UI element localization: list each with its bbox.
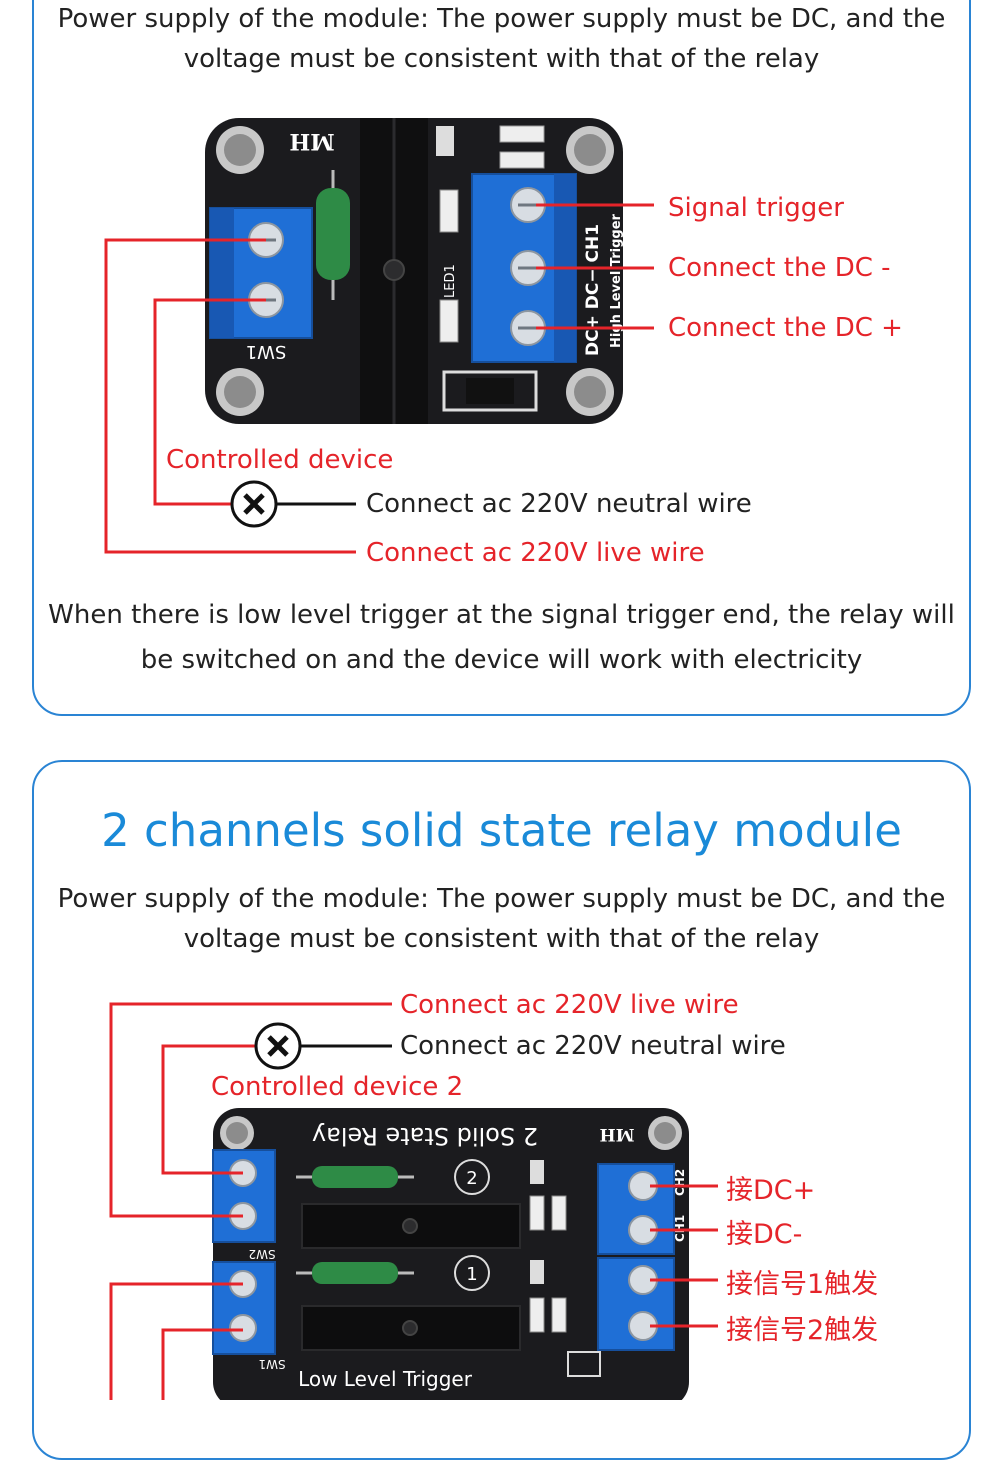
label2-dc-minus: 接DC- bbox=[726, 1219, 803, 1250]
relay-board-2 bbox=[212, 1108, 689, 1400]
board2-sw1-label: SW1 bbox=[258, 1357, 285, 1371]
board2-sw2-label: SW2 bbox=[248, 1247, 275, 1261]
board1-sw-label: SW1 bbox=[246, 341, 287, 362]
section2-intro-line-1: Power supply of the module: The power su… bbox=[57, 884, 946, 914]
note-line-2: be switched on and the device will work … bbox=[140, 645, 863, 675]
label2-signal2: 接信号2触发 bbox=[726, 1315, 879, 1346]
board2-ch2-label: CH2 bbox=[673, 1169, 687, 1196]
red-wires-1 bbox=[104, 203, 654, 554]
label2-neutral-wire: Connect ac 220V neutral wire bbox=[400, 1031, 786, 1061]
label2-signal1: 接信号1触发 bbox=[726, 1269, 879, 1300]
board2-title: 2 Solid State Relay bbox=[312, 1122, 538, 1150]
label-connect-dc-plus: Connect the DC + bbox=[668, 313, 903, 343]
board2-channel2-number: 2 bbox=[466, 1168, 477, 1189]
load-symbol-1 bbox=[230, 480, 278, 528]
section2-title: 2 channels solid state relay module bbox=[101, 804, 902, 857]
label-live-wire: Connect ac 220V live wire bbox=[366, 538, 705, 568]
board1-led-label: LED1 bbox=[443, 264, 458, 298]
label2-live-wire: Connect ac 220V live wire bbox=[400, 990, 739, 1020]
board1-trigger-label: High Level Trigger bbox=[609, 213, 624, 348]
wiring-diagram: MH SW1 LED1 DC+ DC− CH1 High Level Trigg… bbox=[104, 118, 718, 1400]
intro-line-2: voltage must be consistent with that of … bbox=[183, 44, 820, 74]
board2-trigger-label: Low Level Trigger bbox=[298, 1367, 473, 1391]
label-signal-trigger: Signal trigger bbox=[668, 193, 844, 223]
board2-ch1-label: CH1 bbox=[673, 1215, 687, 1242]
label-neutral-wire: Connect ac 220V neutral wire bbox=[366, 489, 752, 519]
label-controlled-device: Controlled device bbox=[166, 445, 394, 475]
board2-brand: MH bbox=[600, 1124, 635, 1144]
note-line-1: When there is low level trigger at the s… bbox=[48, 600, 955, 630]
board1-terminal-labels: DC+ DC− CH1 bbox=[583, 224, 603, 356]
section2-intro-line-2: voltage must be consistent with that of … bbox=[183, 924, 820, 954]
board1-brand: MH bbox=[289, 128, 334, 154]
intro-line-1: Power supply of the module: The power su… bbox=[57, 4, 946, 34]
load-symbol-2 bbox=[254, 1022, 302, 1070]
label2-controlled-device: Controlled device 2 bbox=[211, 1072, 464, 1102]
label-connect-dc-minus: Connect the DC - bbox=[668, 253, 891, 283]
relay-board-1 bbox=[205, 118, 623, 424]
label2-dc-plus: 接DC+ bbox=[726, 1175, 816, 1206]
board2-channel1-number: 1 bbox=[466, 1264, 477, 1285]
red-wires-2 bbox=[109, 1002, 718, 1400]
